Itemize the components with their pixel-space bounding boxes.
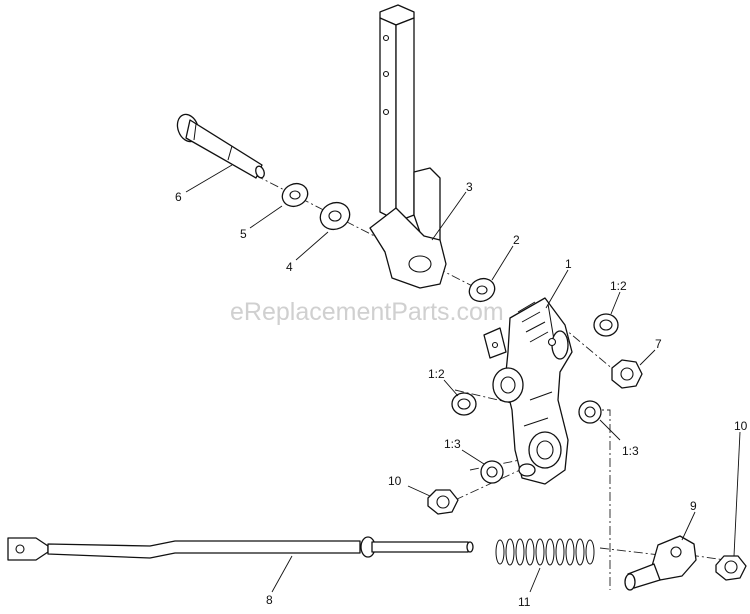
leader-lines	[185, 164, 741, 593]
callout-5: 5	[240, 227, 247, 241]
lever-assembly-part-1	[483, 297, 573, 485]
callout-9: 9	[690, 499, 697, 513]
washer-part-2	[468, 277, 496, 303]
callout-labels: 6 5 4 3 2 1 1:2 7 1:2 1:3 1:3 10 8 11 9 …	[175, 180, 748, 609]
control-arm-part-3	[369, 4, 447, 289]
washer-part-5	[281, 182, 309, 208]
callout-10-right: 10	[734, 419, 748, 433]
swivel-part-9	[624, 535, 697, 591]
callout-1-2-lower: 1:2	[428, 367, 445, 381]
nut-part-10-right	[715, 555, 747, 581]
bushing-1-2-lower	[451, 392, 477, 416]
bushing-1-2-upper	[593, 313, 619, 337]
callout-10-left: 10	[388, 474, 402, 488]
watermark: eReplacementParts.com	[230, 298, 504, 326]
callout-3: 3	[466, 180, 473, 194]
callout-2: 2	[513, 233, 520, 247]
callout-4: 4	[286, 260, 293, 274]
bushing-1-3-upper	[578, 400, 602, 424]
callout-7: 7	[655, 337, 662, 351]
callout-1: 1	[565, 257, 572, 271]
spring-part-11	[495, 538, 595, 566]
callout-1-2-upper: 1:2	[610, 279, 627, 293]
callout-11: 11	[518, 595, 531, 609]
callout-1-3-left: 1:3	[444, 437, 461, 451]
callout-1-3-right: 1:3	[622, 444, 639, 458]
callout-6: 6	[175, 190, 182, 204]
nut-part-10-left	[427, 489, 459, 515]
pivot-bolt-part-6	[176, 113, 265, 179]
assembly-lines	[254, 174, 726, 590]
bushing-1-3-lower	[480, 460, 504, 484]
callout-8: 8	[266, 593, 273, 607]
rod-part-8	[7, 536, 474, 561]
nut-part-7	[611, 359, 643, 389]
washer-part-4	[319, 201, 351, 231]
